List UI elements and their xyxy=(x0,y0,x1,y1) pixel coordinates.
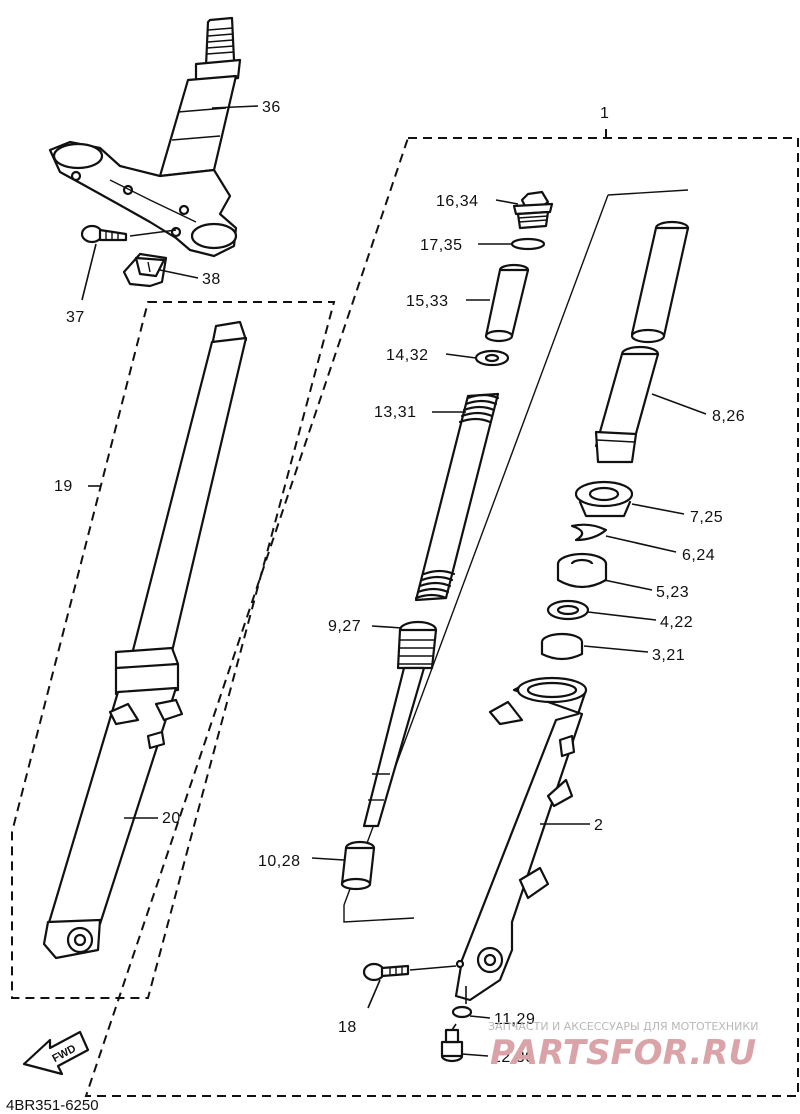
callout-11-29: 11,29 xyxy=(494,1011,535,1028)
inner-tube xyxy=(594,220,690,464)
cap-bolt xyxy=(512,190,554,230)
slide-bushing xyxy=(540,632,584,661)
cable-holder xyxy=(122,252,168,288)
pinch-bolt xyxy=(362,962,410,982)
dust-seal xyxy=(574,480,634,518)
left-fork-assembly-outline xyxy=(11,301,336,999)
callout-17-35: 17,35 xyxy=(420,237,463,254)
callout-14-32: 14,32 xyxy=(386,347,429,364)
callout-37: 37 xyxy=(66,309,85,326)
callout-3-21: 3,21 xyxy=(652,647,685,664)
left-fork-assembly xyxy=(42,320,248,960)
callout-5-23: 5,23 xyxy=(656,584,689,601)
retaining-clip xyxy=(570,523,608,542)
o-ring xyxy=(510,237,546,251)
diagram-code: 4BR351-6250 xyxy=(6,1097,99,1114)
bottom-bolt xyxy=(440,1028,464,1063)
callout-10-28: 10,28 xyxy=(258,853,301,870)
forward-arrow-icon: FWD xyxy=(22,1030,90,1076)
leader-lines xyxy=(81,105,707,1057)
right-fork-exploded-outline xyxy=(84,128,799,1097)
callout-1: 1 xyxy=(600,105,609,122)
callout-16-34: 16,34 xyxy=(436,193,479,210)
callout-6-24: 6,24 xyxy=(682,547,715,564)
bracket-bolt xyxy=(80,224,177,244)
callout-2: 2 xyxy=(594,817,603,834)
damper-rod xyxy=(362,620,438,828)
callout-13-31: 13,31 xyxy=(374,404,417,421)
callout-18: 18 xyxy=(338,1019,357,1036)
seal-washer xyxy=(546,599,590,621)
drain-gasket xyxy=(451,1005,473,1019)
callout-4-22: 4,22 xyxy=(660,614,693,631)
callout-20: 20 xyxy=(162,810,181,827)
under-bracket xyxy=(48,140,238,258)
outer-tube xyxy=(454,676,588,1002)
oil-seal xyxy=(556,552,608,589)
callout-7-25: 7,25 xyxy=(690,509,723,526)
callout-36: 36 xyxy=(262,99,281,116)
callout-8-26: 8,26 xyxy=(712,408,745,425)
callout-38: 38 xyxy=(202,271,221,288)
steering-stem xyxy=(158,16,242,178)
fork-spring xyxy=(414,392,500,602)
spacer xyxy=(484,263,530,343)
callout-9-27: 9,27 xyxy=(328,618,361,635)
watermark-caption: ЗАПЧАСТИ И АКСЕССУАРЫ ДЛЯ МОТОТЕХНИКИ xyxy=(488,1020,758,1033)
oil-lock-piece xyxy=(340,840,376,891)
callout-12-30: 12,30 xyxy=(492,1049,535,1066)
spring-seat xyxy=(474,349,510,367)
watermark-brand: PARTSFOR.RU xyxy=(490,1033,756,1073)
callout-15-33: 15,33 xyxy=(406,293,449,310)
callout-19: 19 xyxy=(54,478,73,495)
